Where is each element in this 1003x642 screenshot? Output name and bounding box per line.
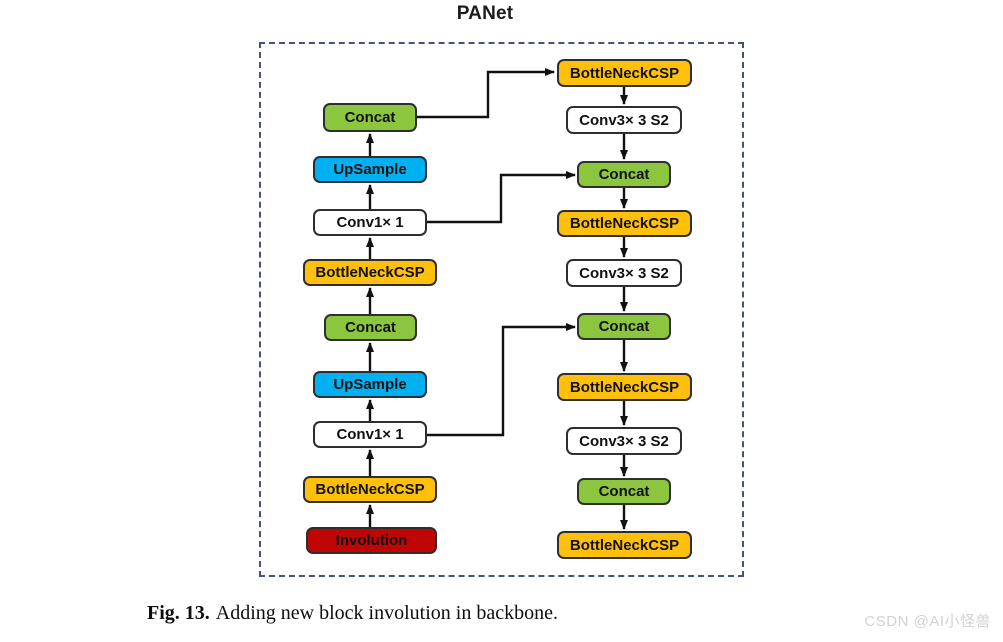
node-left-conv1x1-2: Conv1× 1 (313, 421, 427, 448)
node-right-concat-2: Concat (577, 313, 671, 340)
node-right-concat-3: Concat (577, 478, 671, 505)
node-right-conv3x3s2-1: Conv3× 3 S2 (566, 106, 682, 134)
node-left-conv1x1-1: Conv1× 1 (313, 209, 427, 236)
node-left-bottleneckcsp-2: BottleNeckCSP (303, 476, 437, 503)
node-left-upsample-1: UpSample (313, 156, 427, 183)
node-right-conv3x3s2-3: Conv3× 3 S2 (566, 427, 682, 455)
node-left-concat-2: Concat (324, 314, 417, 341)
figure-caption-text: Adding new block involution in backbone. (215, 602, 558, 624)
node-right-bottleneckcsp-1: BottleNeckCSP (557, 59, 692, 87)
figure-caption-label: Fig. 13. (147, 602, 210, 624)
diagram-frame (259, 42, 744, 577)
node-right-bottleneckcsp-3: BottleNeckCSP (557, 373, 692, 401)
figure-caption: Fig. 13.Adding new block involution in b… (147, 602, 558, 625)
watermark: CSDN @AI小怪兽 (864, 613, 991, 630)
node-right-bottleneckcsp-4: BottleNeckCSP (557, 531, 692, 559)
node-right-conv3x3s2-2: Conv3× 3 S2 (566, 259, 682, 287)
node-left-involution: Involution (306, 527, 437, 554)
node-left-bottleneckcsp-1: BottleNeckCSP (303, 259, 437, 286)
node-right-bottleneckcsp-2: BottleNeckCSP (557, 210, 692, 237)
node-right-concat-1: Concat (577, 161, 671, 188)
diagram-title: PANet (456, 3, 514, 24)
node-left-upsample-2: UpSample (313, 371, 427, 398)
node-left-concat-1: Concat (323, 103, 417, 132)
